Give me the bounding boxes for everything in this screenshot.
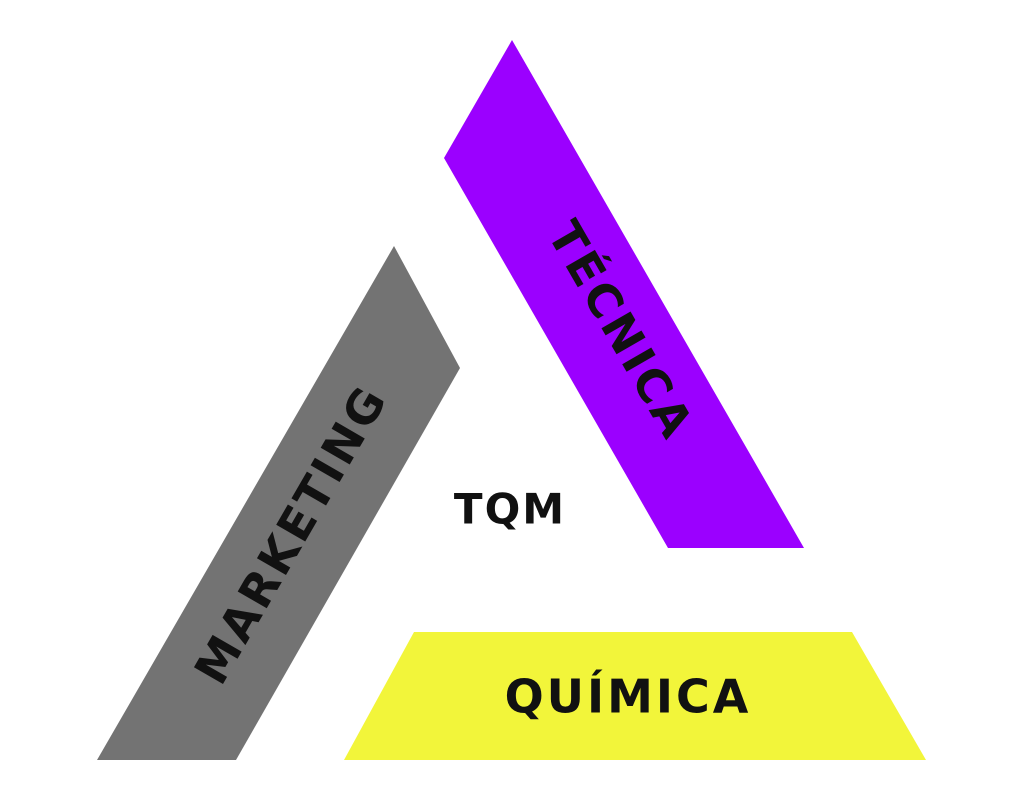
quimica-label: QUÍMICA — [505, 670, 752, 724]
quimica-band: QUÍMICA — [344, 632, 926, 760]
center-label: TQM — [454, 485, 566, 534]
marketing-band-shape — [97, 246, 460, 760]
tecnica-band: TÉCNICA — [444, 40, 804, 548]
tecnica-band-shape — [444, 40, 804, 548]
quimica-band-shape — [344, 632, 926, 760]
